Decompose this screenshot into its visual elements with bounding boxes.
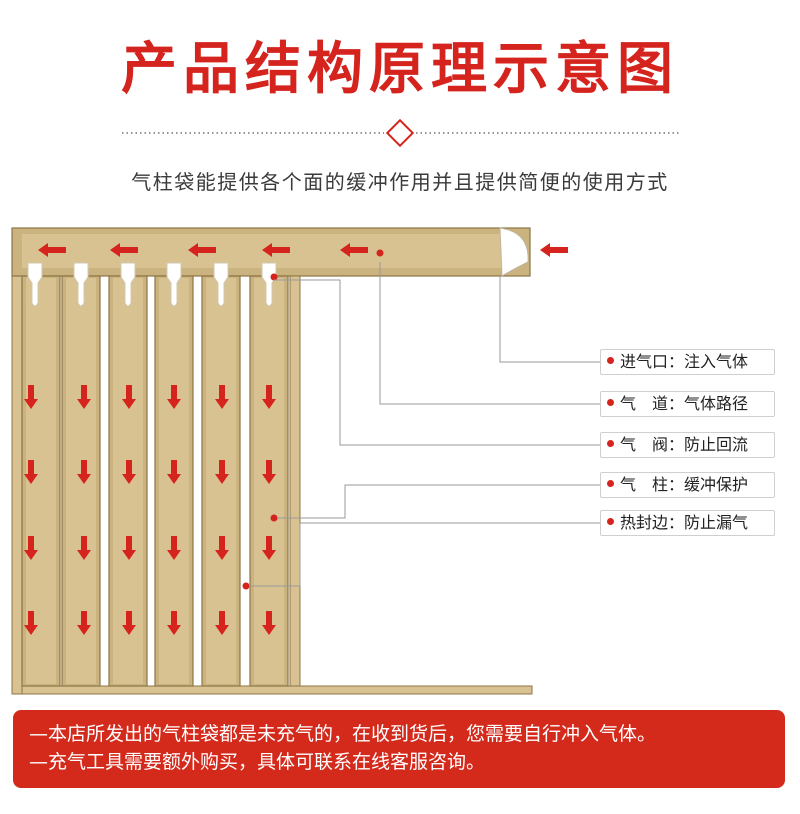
left-arrow-icon <box>110 243 138 257</box>
label-air-channel: 气 道：气体路径 <box>600 391 775 417</box>
left-arrow-icon <box>38 243 66 257</box>
down-arrow-icon <box>167 460 181 484</box>
down-arrow-icon <box>122 460 136 484</box>
leader-air-column <box>278 484 600 519</box>
down-arrow-icon <box>262 460 276 484</box>
down-arrow-icon <box>215 611 229 635</box>
down-arrow-icon <box>215 460 229 484</box>
bag-bottom-edge <box>11 685 533 695</box>
down-arrow-icon <box>24 536 38 560</box>
down-arrow-icon <box>167 611 181 635</box>
label-air-column-text: 气 柱：缓冲保护 <box>620 475 749 494</box>
left-arrow-icon <box>188 243 216 257</box>
label-dot <box>607 357 614 364</box>
structure-diagram <box>11 227 600 695</box>
inlet-curl <box>499 227 529 277</box>
title-divider <box>122 118 680 148</box>
marker-dot <box>242 582 250 590</box>
leader-inlet <box>499 276 600 363</box>
label-inlet: 进气口：注入气体 <box>600 349 775 375</box>
leader-lines <box>249 262 600 587</box>
divider-diamond-icon <box>385 118 415 148</box>
inlet-arrow-icon <box>540 243 568 257</box>
notice-line-1: —本店所发出的气柱袋都是未充气的，在收到货后，您需要自行冲入气体。 <box>29 723 657 745</box>
valve-icon <box>73 262 89 307</box>
label-dot <box>607 399 614 406</box>
label-heat-seal-text: 热封边：防止漏气 <box>620 513 749 532</box>
down-arrow-icon <box>167 536 181 560</box>
label-air-channel-text: 气 道：气体路径 <box>620 394 749 413</box>
notice-box: —本店所发出的气柱袋都是未充气的，在收到货后，您需要自行冲入气体。 —充气工具需… <box>13 710 785 788</box>
label-heat-seal: 热封边：防止漏气 <box>600 510 775 536</box>
notice-line-2: —充气工具需要额外购买，具体可联系在线客服咨询。 <box>29 751 486 773</box>
label-air-column: 气 柱：缓冲保护 <box>600 472 775 498</box>
down-arrow-icon <box>77 460 91 484</box>
down-arrow-icon <box>24 385 38 409</box>
valve-icon <box>213 262 229 307</box>
down-arrow-icon <box>215 385 229 409</box>
down-arrow-icon <box>122 611 136 635</box>
down-arrow-icon <box>262 611 276 635</box>
marker-dot <box>270 273 278 281</box>
down-arrow-icon <box>215 536 229 560</box>
label-dot <box>607 480 614 487</box>
down-arrow-icon <box>77 611 91 635</box>
label-valve-text: 气 阀：防止回流 <box>620 435 749 454</box>
marker-dot <box>376 249 384 257</box>
air-channel-inner <box>22 234 502 268</box>
valve-icon <box>120 262 136 307</box>
leader-air-channel <box>379 262 600 405</box>
heat-seal-edge <box>289 275 301 687</box>
down-arrow-icon <box>262 385 276 409</box>
label-dot <box>607 440 614 447</box>
down-arrow-icon <box>262 536 276 560</box>
down-arrow-icon <box>77 385 91 409</box>
down-arrow-icon <box>167 385 181 409</box>
down-arrow-icon <box>122 385 136 409</box>
label-inlet-text: 进气口：注入气体 <box>620 352 749 371</box>
left-arrow-icon <box>262 243 290 257</box>
leader-heat-seal <box>249 522 600 587</box>
air-column-bag <box>11 227 568 695</box>
down-arrow-icon <box>24 460 38 484</box>
left-arrow-icon <box>340 243 368 257</box>
down-arrow-icon <box>122 536 136 560</box>
down-arrow-icon <box>24 611 38 635</box>
bag-left-edge <box>11 227 23 695</box>
down-arrow-icon <box>77 536 91 560</box>
leader-valve <box>274 279 600 446</box>
label-valve: 气 阀：防止回流 <box>600 432 775 458</box>
valve-icon <box>261 262 277 307</box>
marker-dot <box>270 514 278 522</box>
page-title: 产品结构原理示意图 <box>121 37 679 102</box>
valve-icon <box>27 262 43 307</box>
label-dot <box>607 518 614 525</box>
valve-icon <box>166 262 182 307</box>
subtitle: 气柱袋能提供各个面的缓冲作用并且提供简便的使用方式 <box>131 170 669 194</box>
